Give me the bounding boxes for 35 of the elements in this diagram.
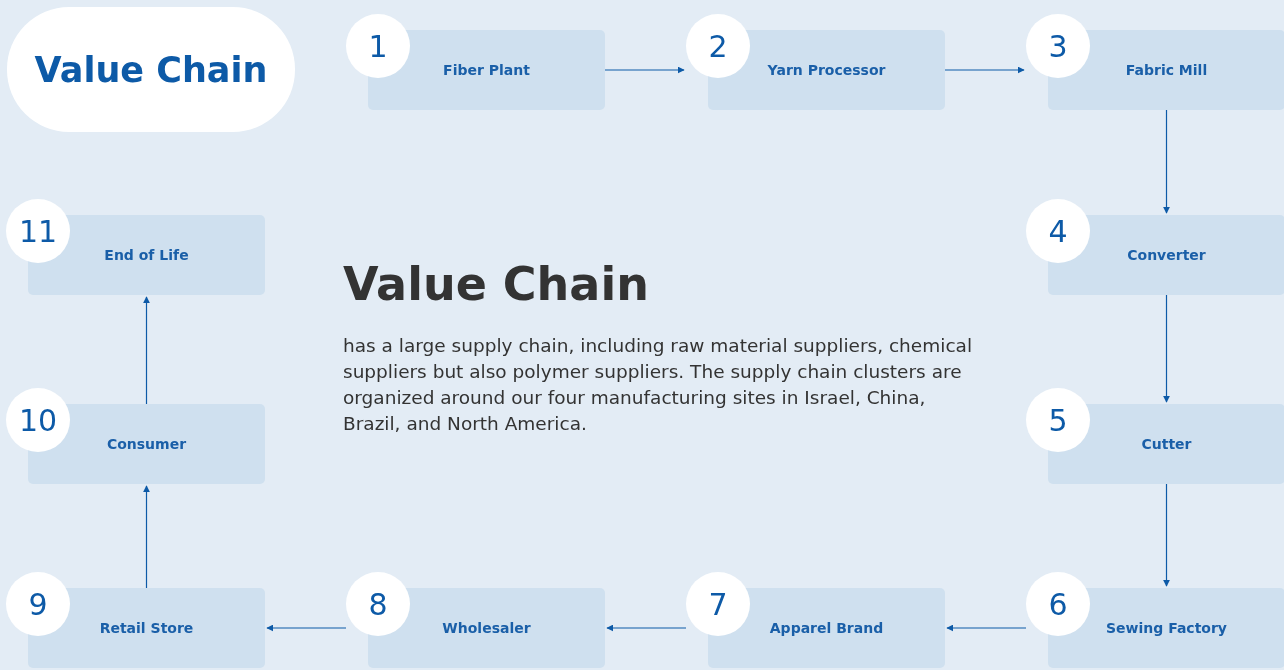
arrow — [946, 624, 1027, 632]
step-number: 5 — [1026, 388, 1090, 452]
step-label: Cutter — [1141, 436, 1192, 452]
step-label: Retail Store — [99, 620, 194, 636]
heading: Value Chain — [343, 256, 650, 313]
step-number: 1 — [346, 14, 410, 78]
step-label: Fiber Plant — [443, 62, 530, 78]
step-label: Wholesaler — [442, 620, 531, 636]
step-label: Consumer — [106, 436, 187, 452]
arrow — [944, 66, 1025, 74]
arrow — [604, 66, 685, 74]
step-number: 6 — [1026, 572, 1090, 636]
step-number: 3 — [1026, 14, 1090, 78]
arrow — [143, 485, 150, 589]
description-paragraph: has a large supply chain, including raw material suppliers, chemical suppliers but also polymer suppliers. The supply chain clusters are organized around our four manufacturing sites in Israel, China, Brazil, and North America. — [343, 334, 974, 436]
step-number: 4 — [1026, 199, 1090, 263]
step-number: 8 — [346, 572, 410, 636]
arrow — [606, 624, 687, 632]
step-label: Yarn Processor — [767, 62, 886, 78]
step-label: Converter — [1127, 247, 1206, 263]
step-label: Fabric Mill — [1125, 62, 1208, 78]
title: Value Chain — [34, 49, 268, 90]
step-label: Sewing Factory — [1106, 620, 1227, 636]
step-label: End of Life — [104, 247, 189, 263]
step-label: Apparel Brand — [769, 620, 884, 636]
step-number: 2 — [686, 14, 750, 78]
arrow — [143, 296, 150, 405]
arrow — [1163, 109, 1170, 214]
step-number: 10 — [6, 388, 70, 452]
arrow — [266, 624, 347, 632]
step-number: 11 — [6, 199, 70, 263]
step-number: 7 — [686, 572, 750, 636]
arrow — [1163, 483, 1170, 587]
step-number: 9 — [6, 572, 70, 636]
arrow — [1163, 294, 1170, 403]
